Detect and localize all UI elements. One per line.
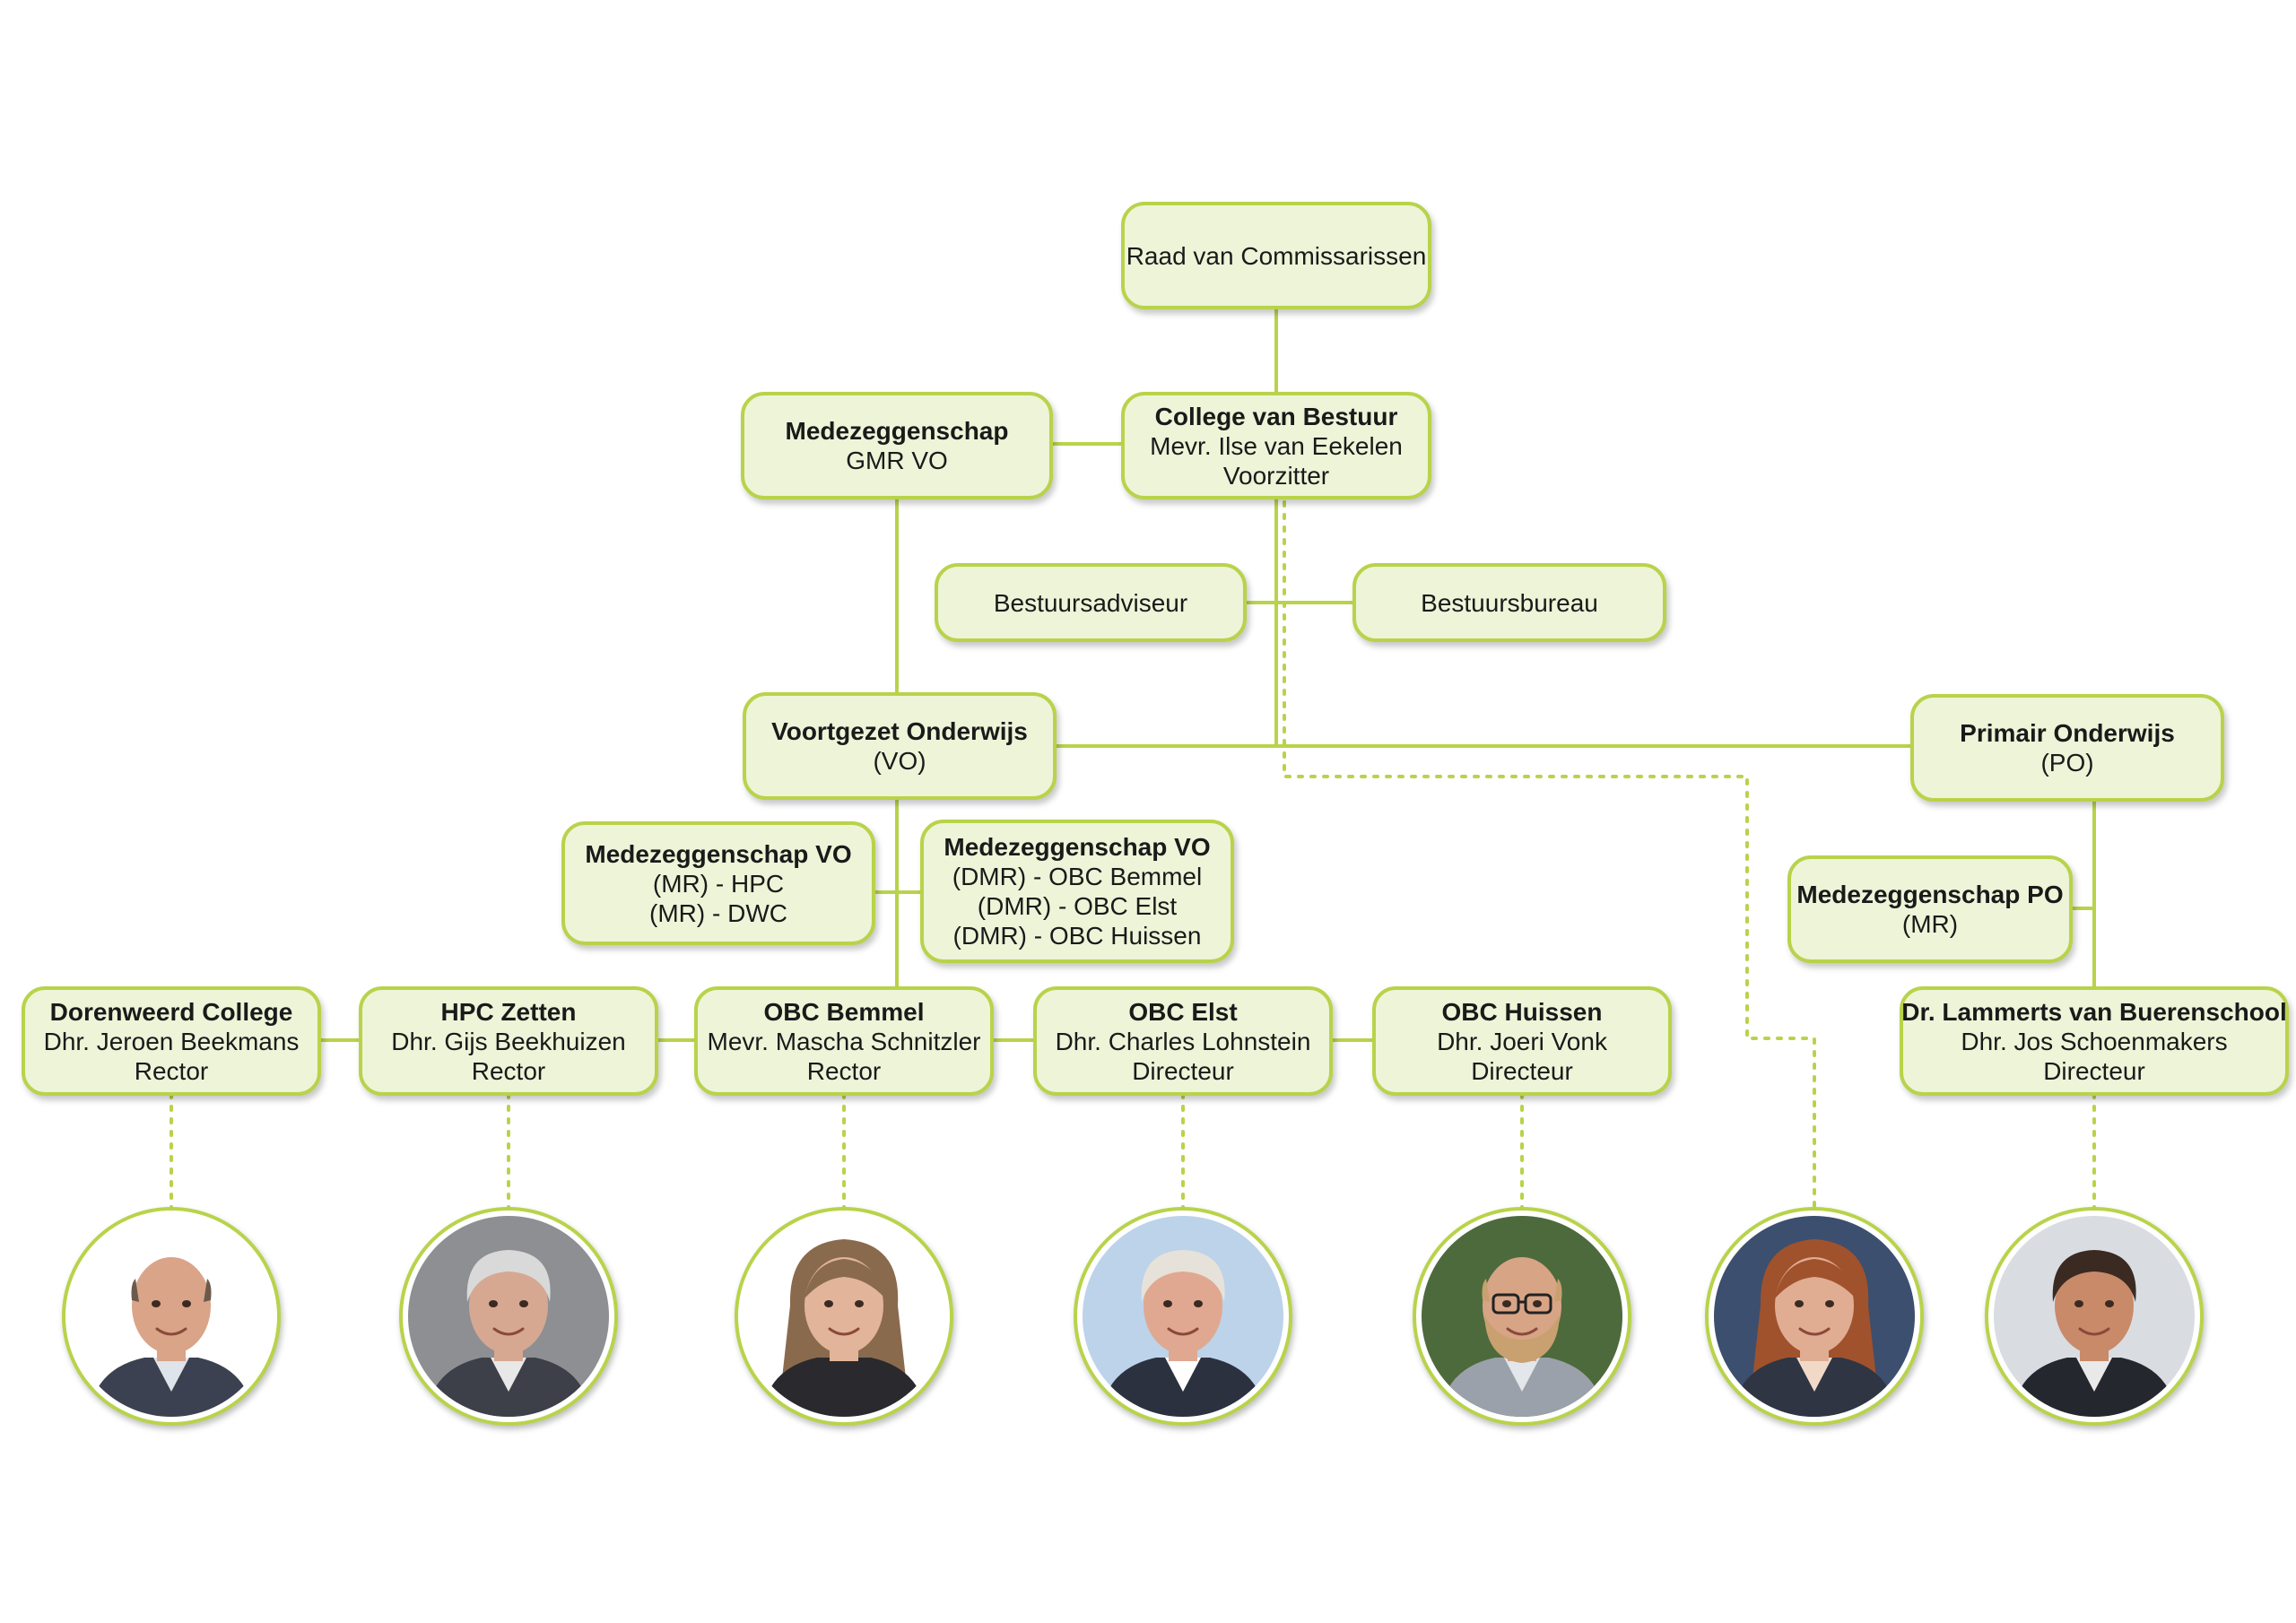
- node-role: Rector: [134, 1056, 209, 1085]
- node-role: Rector: [471, 1056, 546, 1085]
- node-title: Dorenweerd College: [49, 997, 293, 1026]
- node-subtitle: (VO): [873, 747, 926, 775]
- portrait-illustration: [1083, 1216, 1283, 1417]
- node-bestuursbureau: Bestuursbureau: [1352, 563, 1666, 642]
- node-title: OBC Elst: [1128, 997, 1238, 1026]
- node-line: (MR) - HPC: [652, 869, 785, 898]
- node-role: Rector: [806, 1056, 882, 1085]
- node-label: Raad van Commissarissen: [1126, 241, 1427, 270]
- node-subtitle: (PO): [2040, 749, 2094, 777]
- node-person: Dhr. Gijs Beekhuizen: [391, 1027, 626, 1055]
- portrait-illustration: [408, 1216, 609, 1417]
- node-college-van-bestuur: College van Bestuur Mevr. Ilse van Eekel…: [1121, 392, 1431, 499]
- node-person: Dhr. Jeroen Beekmans: [43, 1027, 300, 1055]
- portrait-photo: [1413, 1207, 1631, 1426]
- node-title: Primair Onderwijs: [1960, 719, 2175, 747]
- portrait-illustration: [1994, 1216, 2195, 1417]
- node-medezeggenschap-vo-dmr: Medezeggenschap VO (DMR) - OBC Bemmel (D…: [920, 820, 1234, 963]
- node-raad-van-commissarissen: Raad van Commissarissen: [1121, 202, 1431, 309]
- node-primair-onderwijs: Primair Onderwijs (PO): [1910, 694, 2224, 802]
- node-title: Medezeggenschap PO: [1796, 881, 2064, 908]
- node-person: Dhr. Jos Schoenmakers: [1961, 1027, 2228, 1055]
- node-title: Voortgezet Onderwijs: [771, 717, 1028, 745]
- node-line: (DMR) - OBC Elst: [977, 892, 1178, 920]
- node-label: Bestuursbureau: [1421, 588, 1598, 617]
- node-title: Medezeggenschap VO: [585, 839, 852, 868]
- portrait-photo: [62, 1207, 281, 1426]
- node-title: Medezeggenschap VO: [944, 833, 1211, 861]
- node-line: (DMR) - OBC Bemmel: [952, 863, 1203, 890]
- node-line: (MR) - DWC: [649, 898, 787, 927]
- node-voortgezet-onderwijs: Voortgezet Onderwijs (VO): [743, 692, 1057, 800]
- node-role: Directeur: [1132, 1056, 1234, 1085]
- portrait-illustration: [744, 1216, 944, 1417]
- node-label: Bestuursadviseur: [993, 588, 1188, 617]
- node-bestuursadviseur: Bestuursadviseur: [935, 563, 1247, 642]
- node-title: Dr. Lammerts van Buerenschool: [1901, 997, 2287, 1026]
- node-title: HPC Zetten: [440, 997, 577, 1026]
- node-role: Voorzitter: [1222, 461, 1330, 490]
- node-title: OBC Huissen: [1441, 997, 1603, 1026]
- portrait-illustration: [1714, 1216, 1915, 1417]
- node-subtitle: GMR VO: [846, 447, 948, 474]
- portrait-photo: [1074, 1207, 1292, 1426]
- portrait-photo: [1985, 1207, 2204, 1426]
- node-subtitle: (MR): [1901, 910, 1959, 938]
- node-person: Dhr. Charles Lohnstein: [1055, 1027, 1311, 1055]
- portrait-photo: [1705, 1207, 1924, 1426]
- dotted-link-cvb-portrait: [1283, 500, 1816, 1211]
- node-hpc-zetten: HPC Zetten Dhr. Gijs Beekhuizen Rector: [359, 986, 658, 1096]
- node-line: (DMR) - OBC Huissen: [952, 922, 1202, 950]
- node-obc-huissen: OBC Huissen Dhr. Joeri Vonk Directeur: [1372, 986, 1672, 1096]
- node-obc-elst: OBC Elst Dhr. Charles Lohnstein Directeu…: [1033, 986, 1333, 1096]
- node-role: Directeur: [2043, 1056, 2145, 1085]
- node-title: College van Bestuur: [1154, 402, 1398, 430]
- node-obc-bemmel: OBC Bemmel Mevr. Mascha Schnitzler Recto…: [694, 986, 994, 1096]
- node-person: Dhr. Joeri Vonk: [1437, 1027, 1607, 1055]
- node-medezeggenschap-gmr: Medezeggenschap GMR VO: [741, 392, 1053, 499]
- portrait-photo: [735, 1207, 953, 1426]
- node-lammerts-van-buerenschool: Dr. Lammerts van Buerenschool Dhr. Jos S…: [1900, 986, 2289, 1096]
- node-role: Directeur: [1471, 1056, 1573, 1085]
- node-title: OBC Bemmel: [763, 997, 925, 1026]
- portrait-photo: [399, 1207, 618, 1426]
- node-dorenweerd-college: Dorenweerd College Dhr. Jeroen Beekmans …: [22, 986, 321, 1096]
- portrait-illustration: [71, 1216, 272, 1417]
- node-title: Medezeggenschap: [785, 417, 1009, 445]
- node-medezeggenschap-vo-mr: Medezeggenschap VO (MR) - HPC (MR) - DWC: [561, 821, 875, 945]
- node-person: Mevr. Mascha Schnitzler: [707, 1027, 981, 1055]
- portrait-illustration: [1422, 1216, 1622, 1417]
- node-person: Mevr. Ilse van Eekelen: [1150, 431, 1403, 460]
- node-medezeggenschap-po: Medezeggenschap PO (MR): [1787, 855, 2073, 963]
